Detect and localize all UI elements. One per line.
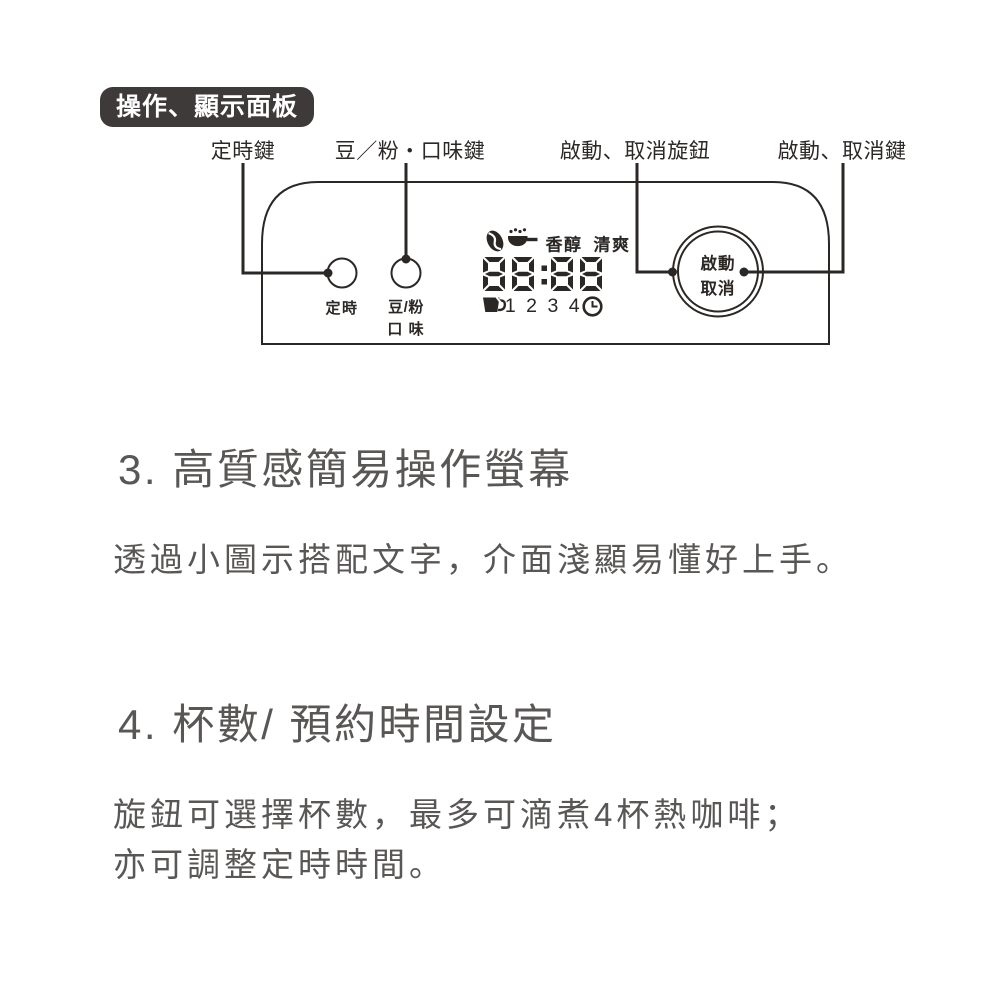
display-flavor-rich: 香醇 [546, 235, 583, 255]
section-4-body: 旋鈕可選擇杯數，最多可滴煮4杯熱咖啡； 亦可調整定時時間。 [113, 790, 801, 890]
callout-label-timer-key: 定時鍵 [210, 140, 276, 163]
callout-label-start-cancel-key: 啟動、取消鍵 [777, 140, 907, 163]
cup-scale-numbers: 1 2 3 4 [505, 295, 582, 317]
callout-label-bean-flavor-key: 豆／粉・口味鍵 [334, 140, 486, 163]
section-4-body-line: 旋鈕可選擇杯數，最多可滴煮4杯熱咖啡； [113, 796, 802, 833]
section-4-heading: 4. 杯數/ 預約時間設定 [118, 701, 557, 748]
section-3-heading: 3. 高質感簡易操作螢幕 [118, 446, 573, 493]
bean-flavor-button-label-line2: 口 味 [387, 320, 424, 338]
cup-icon [483, 296, 507, 312]
powder-pot-icon [508, 228, 538, 247]
bean-flavor-button-label-line1: 豆/粉 [388, 298, 424, 316]
knob-label-cancel: 取消 [701, 278, 736, 298]
timer-button-label: 定時 [325, 299, 358, 317]
section-3-body: 透過小圖示搭配文字，介面淺顯易懂好上手。 [113, 535, 853, 585]
coffee-bean-icon [486, 230, 504, 252]
knob-label-start: 啟動 [701, 253, 736, 273]
callout-dots [323, 254, 749, 278]
clock-icon [582, 296, 603, 317]
seven-segment-time-display [483, 257, 602, 291]
section-4-body-line: 亦可調整定時時間。 [113, 846, 446, 883]
display-flavor-light: 清爽 [594, 235, 631, 255]
callout-lines [241, 163, 845, 275]
section-3-body-line: 透過小圖示搭配文字，介面淺顯易懂好上手。 [113, 541, 853, 578]
section-badge: 操作、顯示面板 [100, 87, 314, 127]
callout-label-start-cancel-knob: 啟動、取消旋鈕 [559, 140, 711, 163]
